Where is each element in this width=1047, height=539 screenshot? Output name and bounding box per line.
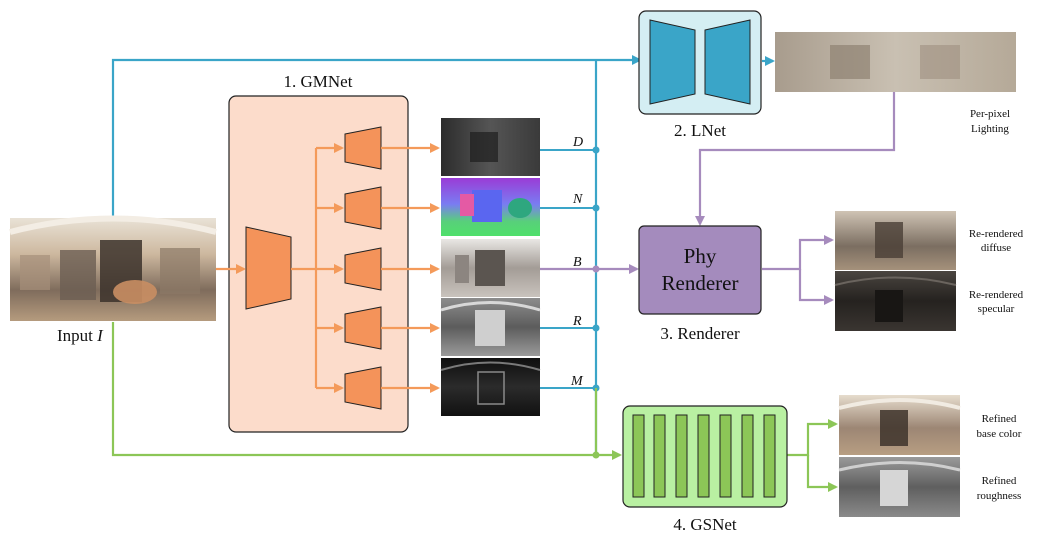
- bus-dot-depth: [592, 146, 600, 154]
- input-to-gsnet-arrow: [111, 322, 622, 460]
- lighting-to-renderer-arrow: [695, 92, 896, 226]
- depth-symbol: D: [572, 135, 583, 150]
- lighting-map-image: [775, 32, 1016, 92]
- base-junction-dot: [592, 265, 600, 273]
- refined-base-color-label-line1: Refined: [982, 413, 1017, 425]
- refined-roughness-label-line2: roughness: [977, 490, 1022, 502]
- metallic-symbol: M: [570, 374, 584, 389]
- gsnet-to-basecolor-arrow: [787, 419, 838, 457]
- gmnet-decoders: [316, 126, 440, 410]
- normal-map-image: [441, 178, 540, 236]
- refined-roughness-image: [838, 457, 961, 517]
- bus-dot-roughness: [592, 324, 600, 332]
- roughness-map-image: [440, 298, 541, 356]
- gsnet-junction-dot: [592, 451, 600, 459]
- base-decoder-block: [344, 247, 382, 291]
- metallic-map-image: [440, 358, 541, 416]
- renderer-box: [638, 225, 762, 315]
- specular-label-line2: specular: [978, 303, 1015, 315]
- renderer-title: 3. Renderer: [660, 324, 740, 343]
- bus-dot-normal: [592, 204, 600, 212]
- input-to-lnet-arrow: [111, 55, 642, 218]
- lnet-title: 2. LNet: [674, 121, 726, 140]
- refined-base-color-image: [838, 395, 961, 455]
- roughness-decoder-block: [344, 306, 382, 350]
- specular-label-line1: Re-rendered: [969, 289, 1024, 301]
- gsnet-to-roughness-arrow: [806, 455, 838, 492]
- refined-roughness-label-line1: Refined: [982, 475, 1017, 487]
- depth-map-image: [441, 118, 540, 176]
- lnet-decoder-block: [704, 19, 751, 105]
- lighting-label-line1: Per-pixel: [970, 108, 1010, 120]
- normal-decoder-block: [344, 186, 382, 230]
- rerendered-specular-image: [834, 271, 957, 331]
- gsnet-layer-blocks: [632, 414, 776, 498]
- lighting-label-line2: Lighting: [971, 123, 1009, 135]
- renderer-block-line1: Phy: [684, 244, 717, 268]
- metallic-decoder-block: [344, 366, 382, 410]
- gmnet-box: [228, 95, 409, 433]
- renderer-to-diffuse-arrow: [762, 235, 834, 271]
- input-panorama-image: [9, 215, 217, 321]
- rerendered-diffuse-image: [835, 211, 956, 270]
- base-color-map-image: [441, 239, 540, 297]
- renderer-to-specular-arrow: [798, 269, 834, 305]
- gsnet-title: 4. GSNet: [673, 515, 737, 534]
- input-label: Input I: [57, 326, 104, 345]
- normal-symbol: N: [572, 192, 583, 207]
- renderer-block-line2: Renderer: [662, 271, 739, 295]
- lnet-encoder-block: [649, 19, 696, 105]
- gmnet-encoder-block: [245, 226, 292, 310]
- gmnet-title: 1. GMNet: [284, 72, 353, 91]
- depth-decoder-block: [344, 126, 382, 170]
- roughness-symbol: R: [572, 314, 582, 329]
- refined-base-color-label-line2: base color: [977, 428, 1022, 440]
- diffuse-label-line1: Re-rendered: [969, 228, 1024, 240]
- diffuse-label-line2: diffuse: [981, 242, 1011, 254]
- base-color-symbol: B: [573, 255, 582, 270]
